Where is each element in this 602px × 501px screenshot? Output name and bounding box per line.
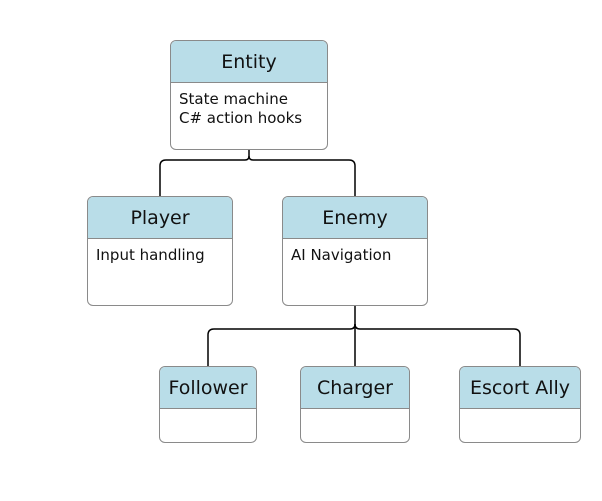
node-charger-body (301, 409, 409, 423)
node-player: Player Input handling (87, 196, 233, 306)
node-enemy-title: Enemy (283, 197, 427, 239)
node-charger-title: Charger (301, 367, 409, 409)
edge-entity-player (159, 150, 250, 196)
node-escort-ally-body (460, 409, 580, 423)
node-follower: Follower (159, 366, 257, 443)
node-follower-title: Follower (160, 367, 256, 409)
node-enemy-line: AI Navigation (291, 246, 392, 264)
node-player-body: Input handling (88, 239, 232, 272)
edge-enemy-follower (207, 305, 356, 366)
node-escort-ally: Escort Ally (459, 366, 581, 443)
node-entity: Entity State machine C# action hooks (170, 40, 328, 150)
node-entity-body: State machine C# action hooks (171, 83, 327, 135)
node-enemy-body: AI Navigation (283, 239, 427, 272)
node-enemy: Enemy AI Navigation (282, 196, 428, 306)
node-entity-line: C# action hooks (179, 109, 303, 127)
node-charger: Charger (300, 366, 410, 443)
node-entity-line: State machine (179, 90, 288, 108)
node-player-title: Player (88, 197, 232, 239)
node-escort-ally-title: Escort Ally (460, 367, 580, 409)
edge-enemy-escort-ally (354, 323, 521, 366)
edge-entity-enemy (248, 155, 356, 196)
node-player-line: Input handling (96, 246, 205, 264)
node-follower-body (160, 409, 256, 423)
node-entity-title: Entity (171, 41, 327, 83)
